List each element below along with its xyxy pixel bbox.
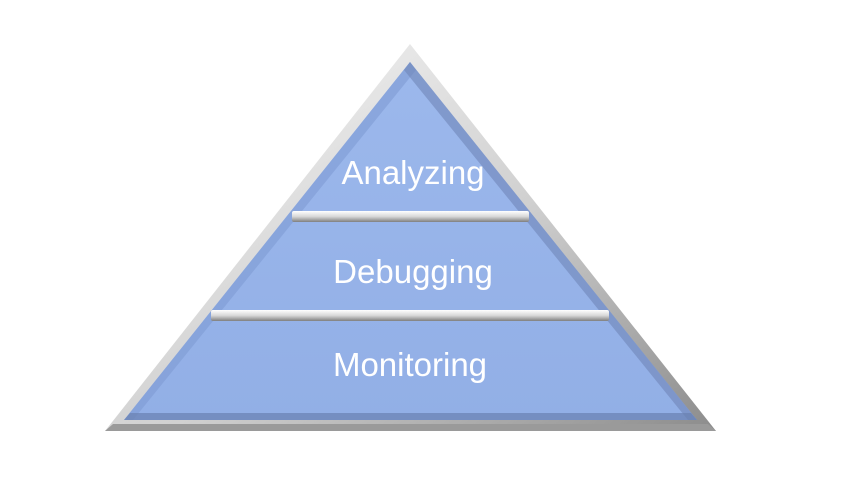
pyramid-fill — [124, 62, 697, 420]
tier-label-debugging: Debugging — [333, 253, 493, 290]
pyramid-inner-shadow-right — [404, 62, 697, 420]
pyramid-frame-bottom-edge — [105, 424, 716, 431]
tier-label-analyzing: Analyzing — [341, 154, 484, 191]
pyramid-inner-shadow-bottom — [124, 413, 697, 420]
pyramid-inner-shadow-left — [124, 62, 416, 420]
tier-separator-bottom — [211, 310, 609, 321]
tier-label-monitoring: Monitoring — [333, 346, 487, 383]
tier-separator-top — [292, 211, 529, 222]
